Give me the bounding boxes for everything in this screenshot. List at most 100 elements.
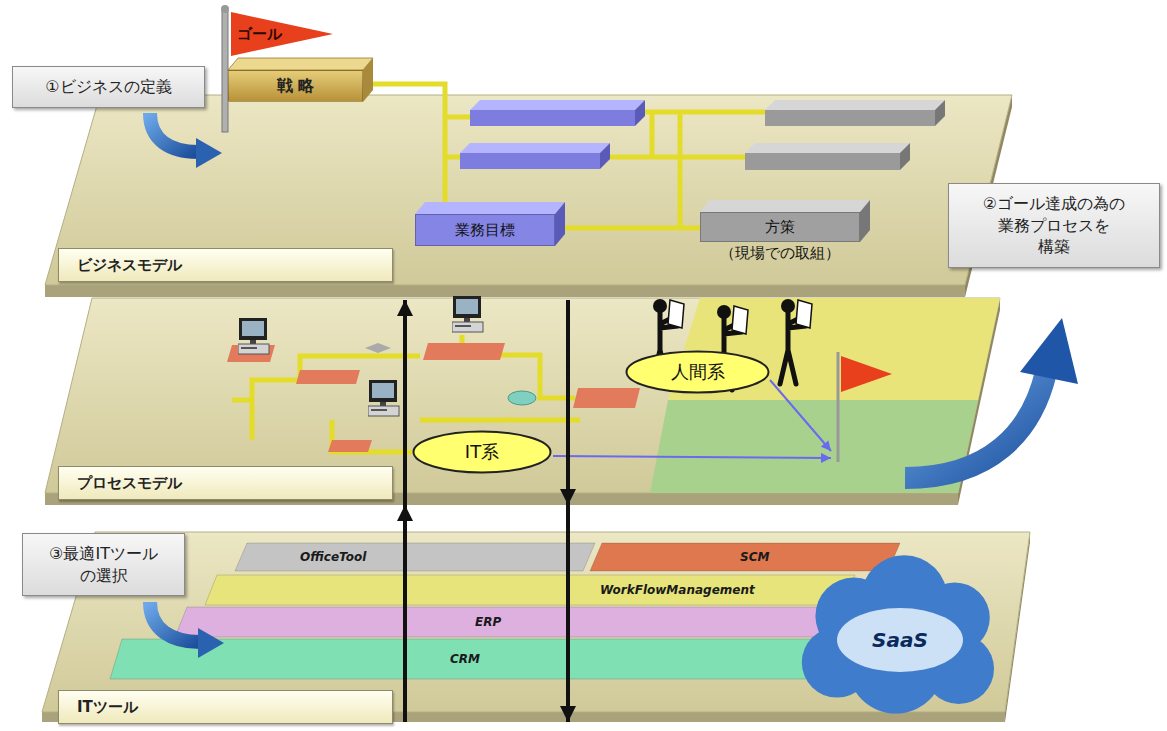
plane-edge — [1005, 532, 1030, 722]
group-ellipse: 人間系 — [625, 350, 770, 394]
layer-arrow — [566, 505, 570, 722]
plane-edge — [958, 298, 1000, 505]
band-fill — [110, 639, 840, 679]
node-label: 戦 略 — [277, 76, 315, 97]
node-label: IT系 — [465, 440, 499, 464]
illustration-part — [555, 202, 565, 246]
cloud-puff — [802, 627, 872, 697]
node-label: SCM — [740, 550, 769, 564]
node-label: ゴール — [237, 25, 282, 44]
illustration-part — [745, 143, 910, 153]
illustration-part — [238, 318, 269, 354]
node-label: WorkFlowManagement — [600, 583, 755, 597]
illustration-part — [841, 356, 892, 392]
illustration-part — [470, 100, 645, 110]
illustration-part — [635, 100, 645, 126]
process-goal-flag — [838, 352, 892, 462]
ellipse-outline — [414, 432, 551, 473]
illustration-part — [363, 58, 373, 102]
tool-band: ERP — [175, 607, 855, 637]
process-regions — [650, 298, 1000, 493]
illustration-part — [196, 138, 222, 168]
node-label: CRM — [450, 652, 480, 666]
measure-blocks — [700, 100, 945, 242]
illustration-part — [452, 296, 483, 332]
step-callout: ②ゴール達成の為の 業務プロセスを 構築 — [948, 183, 1160, 268]
illustration-part — [668, 298, 1000, 400]
ellipse-outline — [627, 352, 769, 393]
illustration-part — [198, 628, 224, 658]
band-shape — [205, 575, 855, 605]
node-label: SaaS — [872, 628, 928, 652]
flag-pole — [221, 5, 229, 132]
illustration-part — [573, 388, 640, 408]
layer-plane: 人間系 IT系プロセスモデル — [40, 290, 1010, 505]
illustration-part — [935, 100, 945, 126]
illustration-part — [328, 440, 372, 452]
cloud-puff — [919, 582, 989, 652]
plane-top — [42, 532, 1030, 712]
cloud-puff — [848, 618, 944, 714]
step-callout: ③最適ITツール の選択 — [22, 533, 185, 596]
illustration-part — [423, 343, 505, 360]
tool-band: WorkFlowManagement — [205, 575, 855, 605]
goal-block: 業務目標 — [415, 214, 555, 246]
node-label: OfficeTool — [300, 550, 366, 564]
plane-top — [45, 298, 1000, 493]
layer-label: プロセスモデル — [77, 474, 182, 493]
node-label: 人間系 — [671, 360, 725, 384]
people — [652, 299, 812, 390]
layer-plane: OfficeTool SCM WorkFlowManagementERP CRM Saa… — [40, 522, 1040, 722]
illustration-part — [228, 58, 373, 70]
illustration-part — [900, 143, 910, 170]
illustration-part — [765, 100, 945, 110]
illustration-part — [460, 153, 600, 169]
band-fill — [205, 575, 855, 605]
saas-cloud: SaaS — [795, 560, 1005, 720]
strategy-block — [228, 58, 373, 102]
layer-label-box: ITツール — [58, 690, 393, 724]
illustration-part — [700, 200, 870, 212]
illustration-part — [765, 110, 935, 126]
illustration-part — [780, 299, 812, 384]
callout-text: ②ゴール達成の為の 業務プロセスを 構築 — [983, 193, 1125, 258]
callout-arrows — [150, 113, 1078, 658]
illustration-part — [745, 153, 900, 170]
illustration-part — [415, 202, 565, 214]
illustration-part — [221, 5, 229, 13]
illustration-part — [150, 113, 198, 152]
layer-label: ITツール — [77, 698, 138, 717]
layer-arrow — [566, 300, 570, 505]
process-pads — [227, 343, 640, 452]
node-label: （現場での取組） — [720, 244, 840, 263]
step-callout: ①ビジネスの定義 — [12, 66, 205, 108]
layer-arrow — [403, 505, 407, 722]
illustration-part — [296, 370, 360, 384]
band-shape — [175, 607, 855, 637]
tool-band: CRM — [110, 639, 840, 679]
band-fill — [590, 543, 900, 571]
callout-text: ①ビジネスの定義 — [45, 76, 171, 98]
illustration-part — [553, 456, 831, 458]
measure-note: （現場での取組） — [720, 244, 840, 263]
process-disk — [508, 391, 536, 405]
callout-text: ③最適ITツール の選択 — [49, 543, 158, 586]
illustration-part — [716, 305, 748, 390]
process-pipes — [232, 335, 580, 452]
illustration-part — [470, 110, 635, 126]
illustration-part — [460, 143, 610, 153]
illustration-part — [652, 299, 684, 384]
illustration-part — [368, 380, 399, 416]
illustration-part — [837, 352, 840, 462]
strategy-block: 戦 略 — [228, 70, 363, 102]
illustration-part — [1020, 318, 1078, 384]
plane-top — [45, 95, 1012, 285]
layer-arrow — [403, 300, 407, 505]
group-ellipse: IT系 — [412, 430, 552, 474]
illustration-part — [222, 10, 228, 132]
goal-flag: ゴール — [231, 12, 333, 56]
illustration-part — [770, 380, 831, 451]
